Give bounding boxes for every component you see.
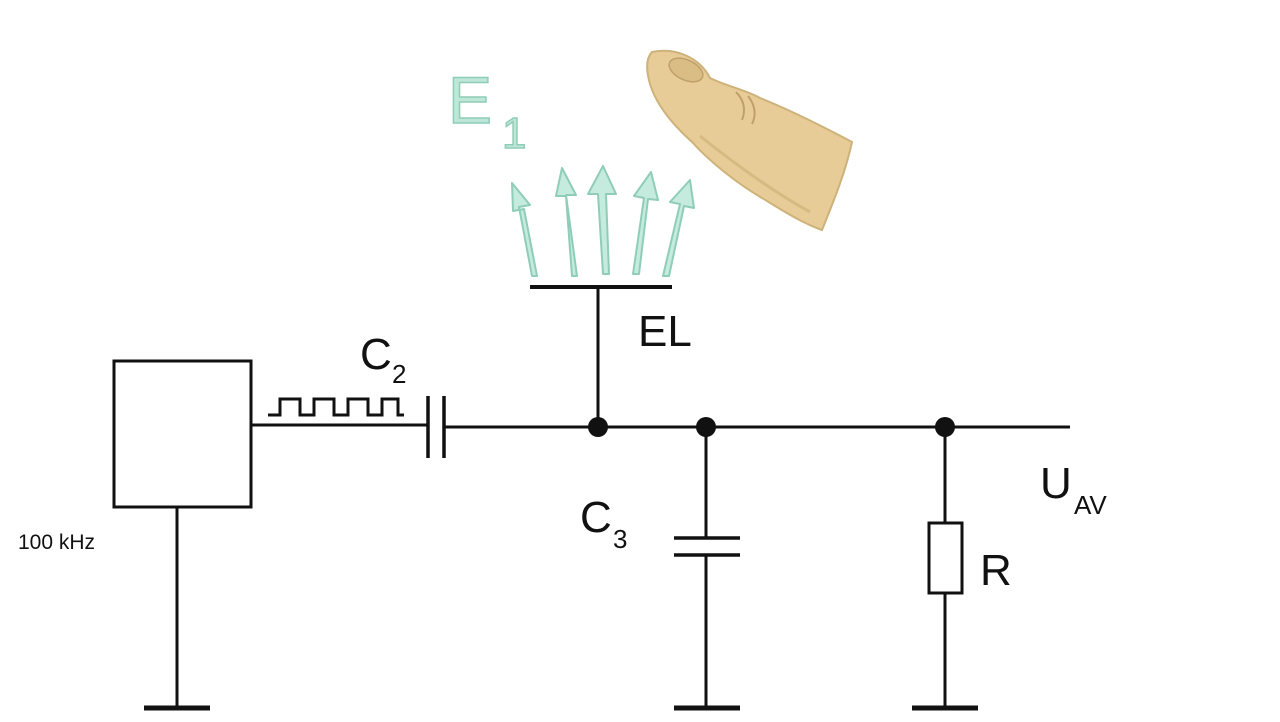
c2-label-main: C bbox=[360, 330, 392, 379]
field-arrow-2 bbox=[555, 167, 578, 277]
finger-icon bbox=[646, 49, 854, 232]
output-label: U bbox=[1040, 459, 1072, 508]
field-arrows bbox=[511, 165, 695, 277]
oscillator-box bbox=[112, 359, 253, 509]
c2-label: C bbox=[360, 330, 392, 379]
c3-label: C bbox=[580, 493, 612, 542]
resistor-body bbox=[927, 521, 964, 595]
resistor-label: R bbox=[980, 546, 1012, 595]
c2-label-sub: 2 bbox=[392, 359, 406, 389]
field-arrow-5 bbox=[662, 179, 695, 277]
field-arrow-4 bbox=[632, 171, 659, 275]
field-label-sub: 1 bbox=[502, 109, 526, 158]
oscillator-frequency-label: 100 kHz bbox=[18, 531, 95, 554]
field-arrow-3 bbox=[587, 165, 617, 275]
field-arrow-1 bbox=[511, 182, 538, 277]
square-wave-icon bbox=[268, 397, 404, 417]
output-label-sub: AV bbox=[1074, 490, 1107, 520]
field-label: E bbox=[448, 63, 492, 137]
electrode-label: EL bbox=[638, 307, 692, 356]
c3-label-sub: 3 bbox=[613, 524, 627, 554]
